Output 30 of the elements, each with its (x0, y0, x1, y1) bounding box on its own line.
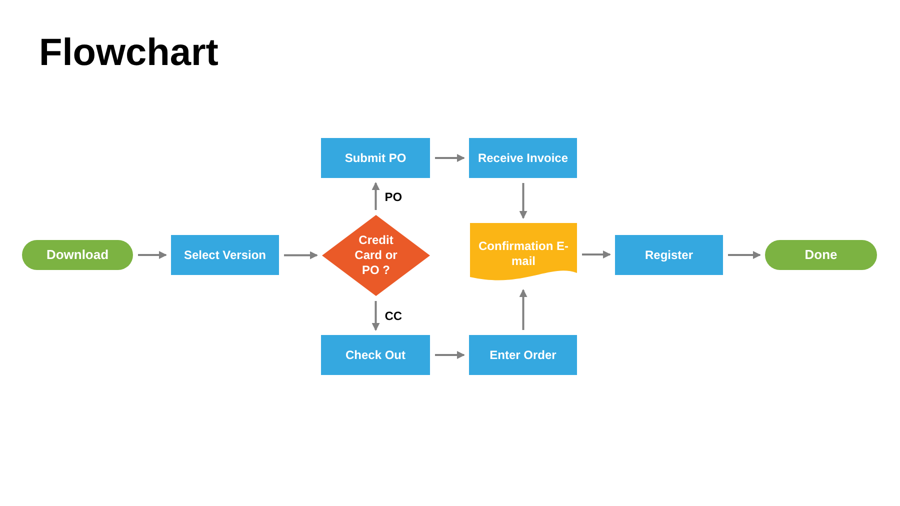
node-label: Receive Invoice (476, 150, 570, 166)
node-label: Submit PO (344, 150, 408, 166)
arrow (519, 289, 528, 330)
process-box (321, 138, 430, 178)
arrow (728, 251, 761, 259)
node-label: Download (46, 246, 109, 264)
title: Flowchart (39, 31, 218, 76)
arrow (372, 301, 380, 331)
process-box (469, 335, 577, 375)
process-box (171, 235, 279, 275)
node-label: Check Out (344, 348, 406, 362)
node-label: Done (804, 246, 838, 264)
process-box (469, 138, 577, 178)
arrow (582, 250, 611, 258)
node-label: Select Version (182, 248, 268, 262)
node-label: Credit Card or PO ? (354, 233, 398, 278)
arrow (138, 251, 167, 259)
arrow (435, 154, 465, 162)
node-label: Confirmation E-mail (478, 239, 570, 269)
arrow (519, 183, 528, 219)
terminal-pill (22, 240, 133, 270)
node-label: Register (644, 248, 694, 262)
process-box (615, 235, 723, 275)
decision-diamond (322, 215, 430, 296)
arrow (435, 351, 465, 359)
node-label: Enter Order (488, 348, 558, 362)
arrow (372, 182, 380, 210)
process-box (321, 335, 430, 375)
terminal-pill (765, 240, 877, 270)
arrow (284, 251, 318, 260)
